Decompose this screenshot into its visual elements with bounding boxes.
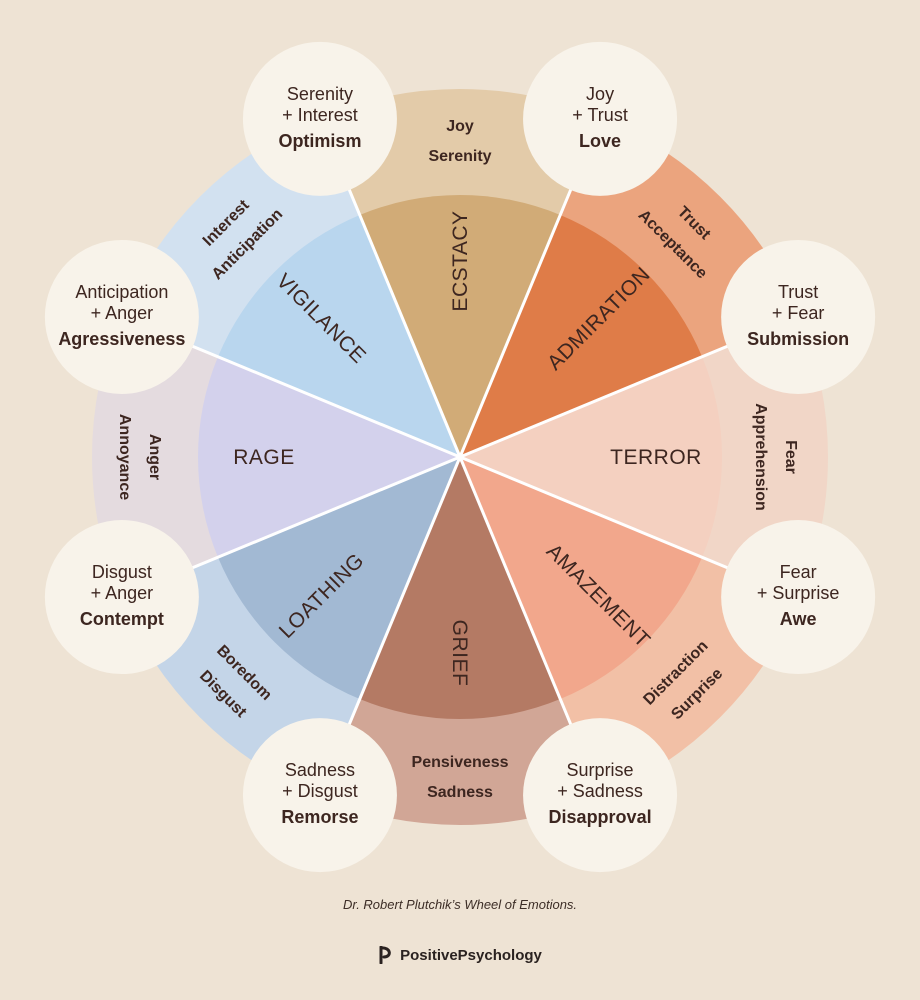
primary-label-grief: GRIEF bbox=[448, 620, 471, 687]
dyad-component: Joy bbox=[586, 84, 614, 104]
primary-label-ecstacy: ECSTACY bbox=[449, 210, 472, 311]
dyad-component: Surprise bbox=[567, 760, 634, 780]
sector-inner-terror bbox=[460, 356, 723, 558]
dyad-component: + Trust bbox=[572, 105, 628, 125]
sector-inner-amazement bbox=[460, 457, 703, 700]
dyad-circle bbox=[44, 520, 199, 675]
primary-label-group-rage: RAGE bbox=[233, 446, 295, 469]
wheel-caption: Dr. Robert Plutchik’s Wheel of Emotions. bbox=[342, 897, 578, 912]
dyad-component: + Anger bbox=[91, 303, 154, 323]
mild-label-group-terror: Fear Apprehension bbox=[752, 403, 799, 511]
mild-label-serenity: Serenity bbox=[428, 148, 491, 165]
sector-inner-ecstacy bbox=[359, 194, 561, 458]
dyad-result: Awe bbox=[780, 609, 817, 629]
dyad-component: Trust bbox=[778, 282, 818, 302]
dyad-circle bbox=[44, 239, 199, 394]
dyad-component: Fear bbox=[780, 562, 817, 582]
dyad-component: + Disgust bbox=[282, 781, 358, 801]
dyad-component: + Anger bbox=[91, 583, 154, 603]
mild-label-annoyance: Annoyance bbox=[116, 414, 133, 500]
dyad-circle bbox=[242, 41, 397, 196]
mild-label-anger: Anger bbox=[146, 434, 163, 480]
dyad-component: + Interest bbox=[282, 105, 358, 125]
mild-label-apprehension: Apprehension bbox=[752, 403, 769, 511]
dyad-component: + Fear bbox=[772, 303, 825, 323]
wheel-sectors bbox=[91, 88, 829, 826]
dyad-result: Disapproval bbox=[549, 807, 652, 827]
dyad-result: Contempt bbox=[80, 609, 164, 629]
dyad-result: Optimism bbox=[278, 131, 361, 151]
primary-label-rage: RAGE bbox=[233, 446, 295, 469]
dyad-component: + Sadness bbox=[557, 781, 643, 801]
dyad-component: Anticipation bbox=[75, 282, 168, 302]
primary-label-terror: TERROR bbox=[610, 446, 702, 469]
dyad-component: Serenity bbox=[287, 84, 353, 104]
sector-inner-grief bbox=[359, 457, 561, 720]
dyad-result: Agressiveness bbox=[58, 329, 185, 349]
mild-label-group-rage: Anger Annoyance bbox=[116, 414, 163, 500]
primary-label-group-grief: GRIEF bbox=[448, 620, 471, 687]
dyad-circle bbox=[523, 41, 678, 196]
sector-inner-vigilance bbox=[217, 214, 460, 457]
dyad-component: + Surprise bbox=[757, 583, 840, 603]
primary-label-group-ecstacy: ECSTACY bbox=[449, 210, 472, 311]
sector-inner-loathing bbox=[217, 457, 460, 700]
dyad-circle bbox=[242, 718, 397, 873]
mild-label-fear: Fear bbox=[782, 440, 799, 474]
primary-label-group-terror: TERROR bbox=[610, 446, 702, 469]
brand-footer[interactable]: PositivePsychology bbox=[0, 946, 920, 964]
dyad-result: Remorse bbox=[281, 807, 358, 827]
dyad-result: Love bbox=[579, 131, 621, 151]
dyad-result: Submission bbox=[747, 329, 849, 349]
sector-inner-rage bbox=[197, 356, 460, 558]
dyad-circle bbox=[721, 520, 876, 675]
brand-name: PositivePsychology bbox=[400, 946, 542, 964]
positivepsychology-logo-icon bbox=[378, 946, 394, 964]
mild-label-sadness: Sadness bbox=[427, 784, 493, 801]
mild-label-pensiveness: Pensiveness bbox=[412, 754, 509, 771]
dyad-circle bbox=[523, 718, 678, 873]
mild-label-joy: Joy bbox=[446, 118, 474, 135]
dyad-component: Disgust bbox=[92, 562, 152, 582]
sector-inner-admiration bbox=[460, 214, 703, 457]
dyad-circle bbox=[721, 239, 876, 394]
dyad-component: Sadness bbox=[285, 760, 355, 780]
